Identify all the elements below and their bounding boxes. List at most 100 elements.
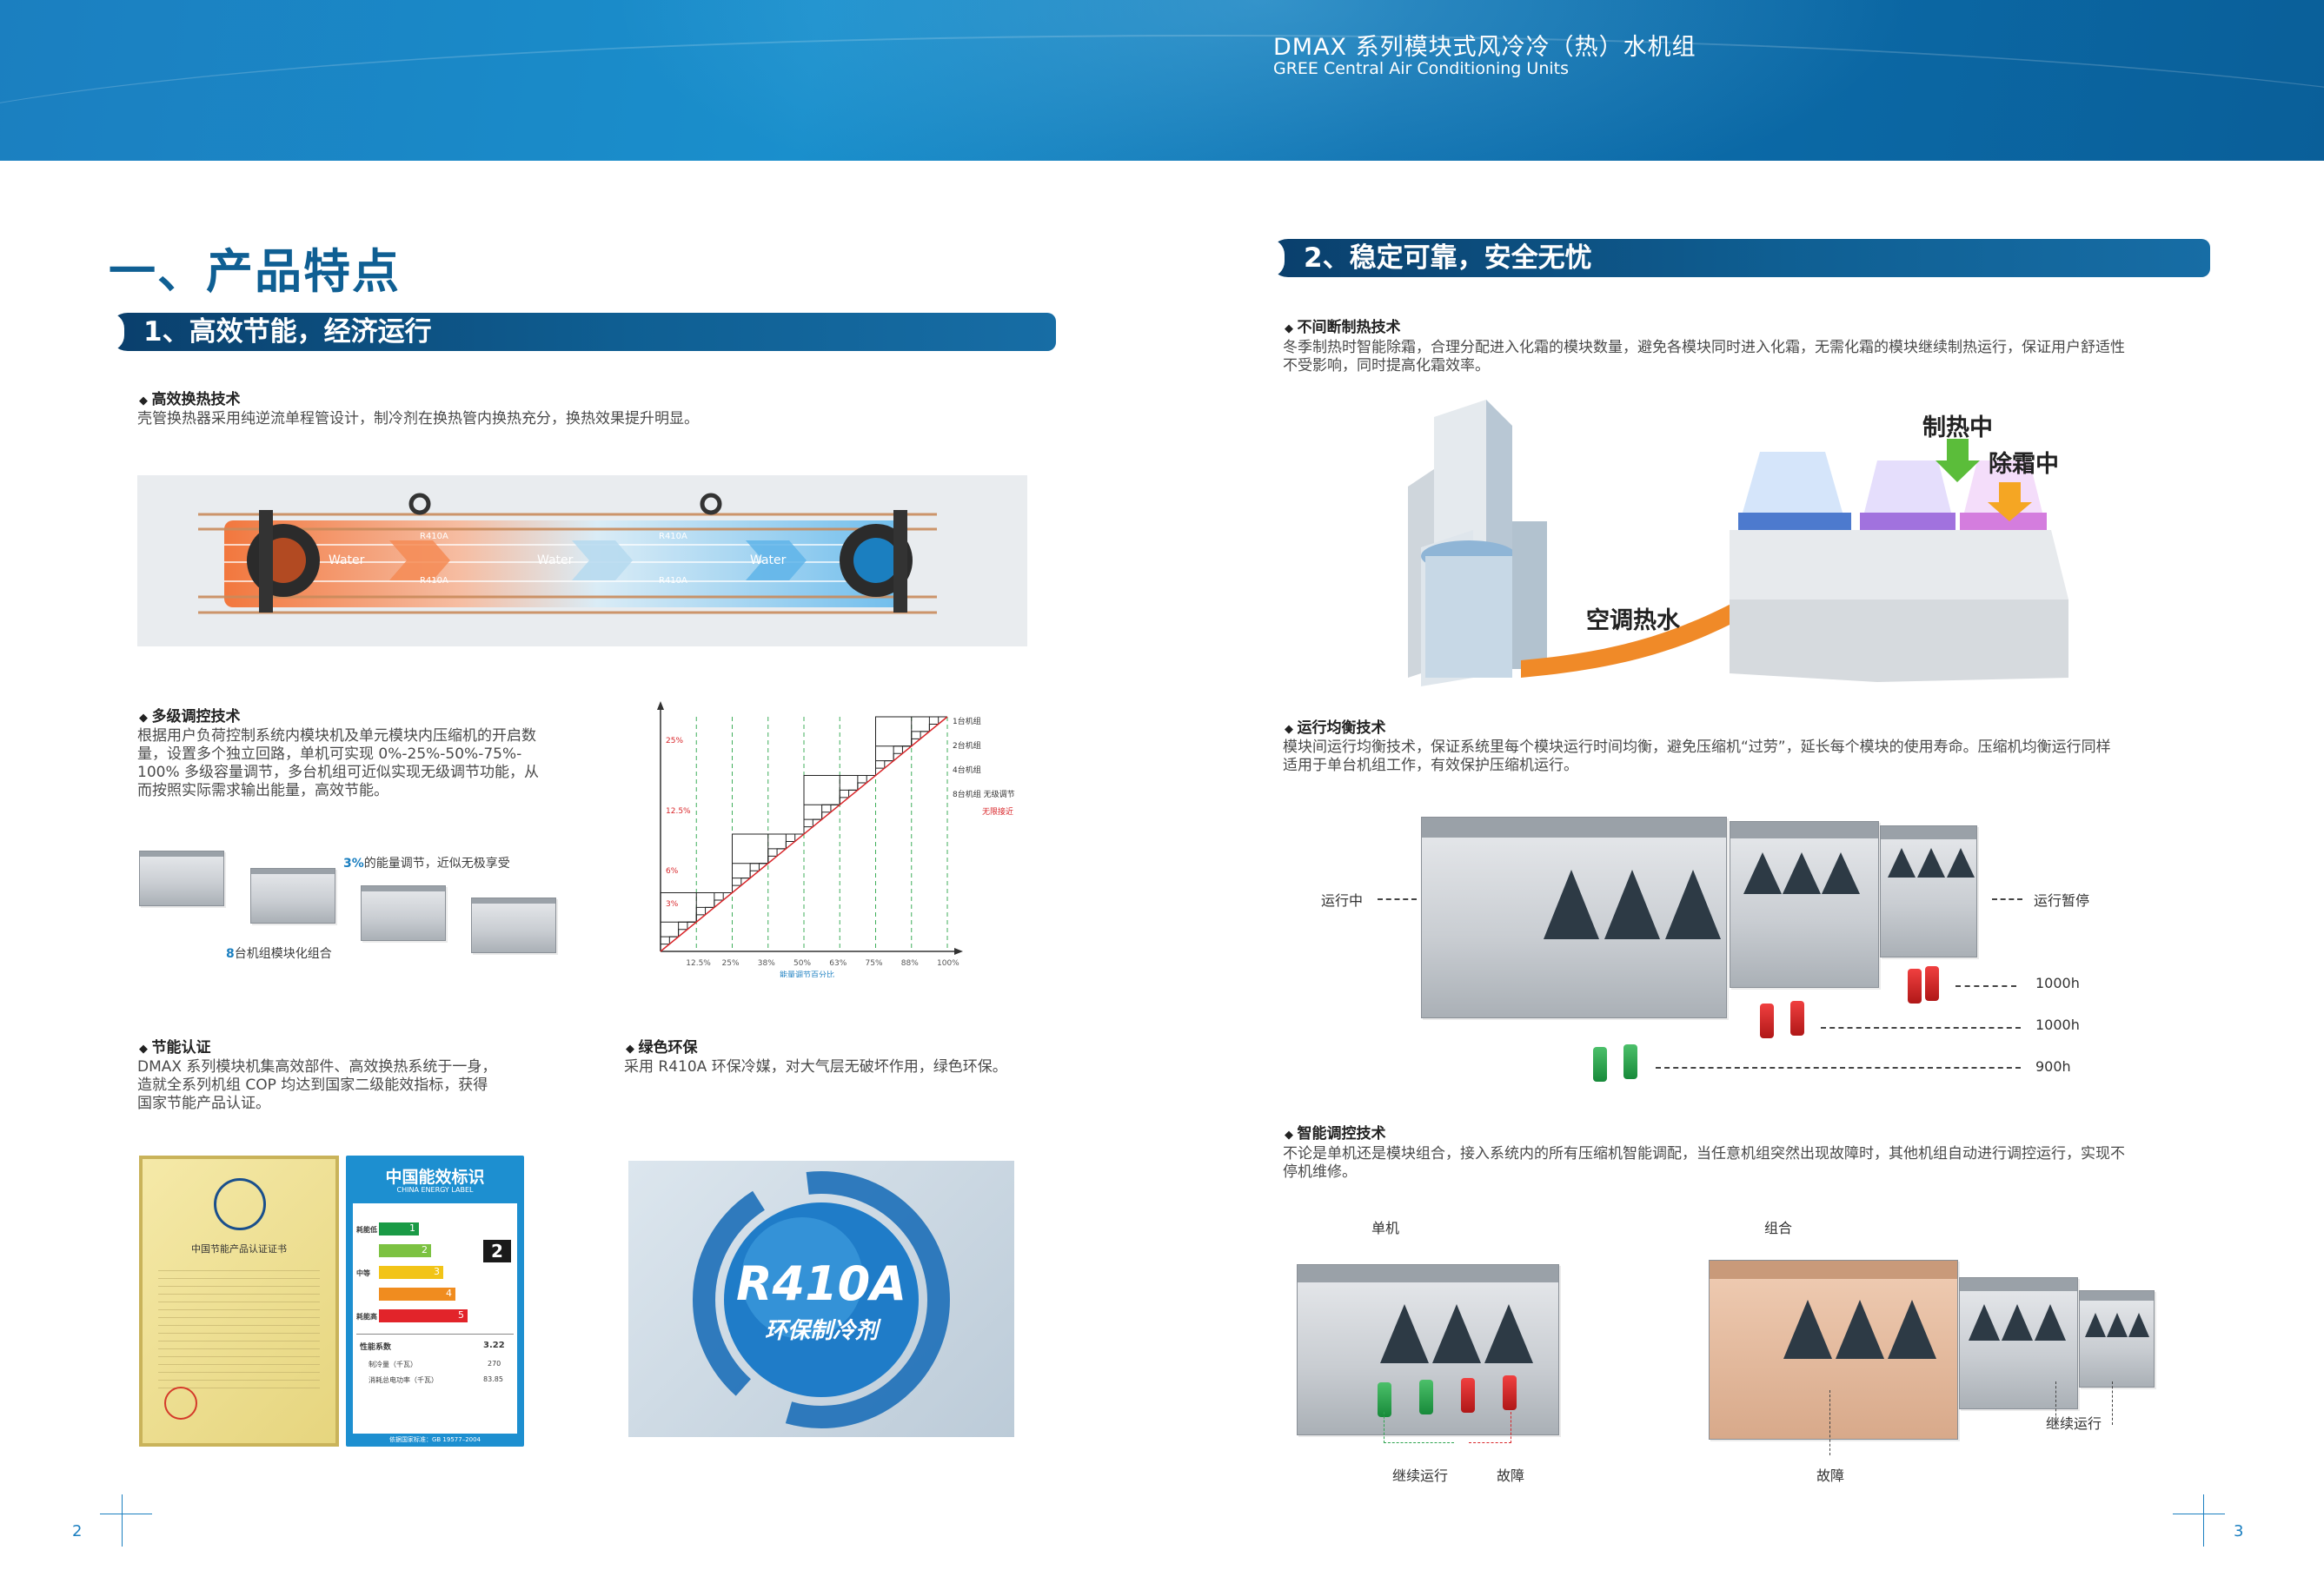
section-1-title: 1、高效节能，经济运行 — [143, 316, 432, 348]
chart-series-label: 2台机组 — [953, 740, 981, 751]
hours-leader-3 — [1656, 1067, 2021, 1069]
chart-x-arrow — [954, 948, 963, 955]
refrigerant-label-3: R410A — [659, 532, 687, 541]
chart-x-tick: 25% — [722, 959, 740, 968]
green-text: 采用 R410A 环保冷媒，对大气层无破坏作用，绿色环保。 — [624, 1058, 1007, 1076]
energy-note-pct: 3% — [343, 857, 364, 871]
energy-label-body: 耗能低 中等 耗能高 1 2 3 4 5 2 性能系数 3.22 制冷量（千瓦）… — [353, 1203, 517, 1434]
balance-text: 模块间运行均衡技术，保证系统里每个模块运行时间均衡，避免压缩机“过劳”，延长每个… — [1283, 739, 2111, 775]
header-wave — [0, 35, 2324, 161]
grade-low-label: 耗能低 — [356, 1226, 377, 1234]
combo-note-num: 8 — [226, 947, 235, 961]
hot-water-label: 空调热水 — [1586, 607, 1680, 634]
multi-level-line-3: 100% 多级容量调节，多台机组可近似实现无级调节功能，从 — [137, 764, 540, 781]
refrigerant-label-4: R410A — [659, 576, 687, 586]
page-number-right: 3 — [2234, 1522, 2244, 1540]
continue-leader-combo-2 — [2112, 1381, 2113, 1425]
balance-units-figure — [1421, 817, 1977, 1043]
multi-level-line-1: 根据用户负荷控制系统内模块机及单元模块内压缩机的开启数 — [137, 727, 536, 745]
shell-tube-figure: Water Water Water R410A R410A R410A R410… — [137, 475, 1027, 646]
running-leader — [1378, 898, 1417, 900]
crop-mark-right-v — [2203, 1494, 2204, 1547]
page-title: 一、产品特点 — [109, 244, 401, 299]
smart-line-1: 不论是单机还是模块组合，接入系统内的所有压缩机智能调配，当任意机组突然出现故障时… — [1283, 1145, 2125, 1163]
chart-x-tick: 50% — [793, 959, 811, 968]
energy-cert-heading: 节能认证 — [139, 1035, 211, 1057]
buildings-drawing — [1408, 400, 2068, 686]
fault-leader-combo — [1829, 1390, 1830, 1455]
paused-leader — [1992, 898, 2022, 900]
continue-leader-combo-1 — [2055, 1381, 2056, 1425]
multi-level-line-2: 量，设置多个独立回路，单机可实现 0%-25%-50%-75%- — [137, 745, 522, 763]
fault-leader-single — [1469, 1412, 1511, 1443]
power-value: 83.85 — [483, 1375, 503, 1383]
refrigerant-label-2: R410A — [420, 576, 448, 586]
energy-label-standard: 依据国家标准：GB 19577–2004 — [388, 1436, 481, 1443]
energy-label: 中国能效标识 CHINA ENERGY LABEL 耗能低 中等 耗能高 1 2… — [346, 1156, 524, 1447]
header-subtitle: GREE Central Air Conditioning Units — [1273, 59, 1569, 78]
balance-heading: 运行均衡技术 — [1285, 715, 1386, 737]
refrigerant-label-1: R410A — [420, 532, 448, 541]
r410a-logo-panel: R410A 环保制冷剂 — [628, 1161, 1014, 1437]
module-unit — [1880, 825, 1977, 957]
energy-label-subtitle: CHINA ENERGY LABEL — [396, 1186, 474, 1194]
certificate-seal-icon — [214, 1178, 266, 1230]
balance-line-1: 模块间运行均衡技术，保证系统里每个模块运行时间均衡，避免压缩机“过劳”，延长每个… — [1283, 739, 2111, 756]
combo-label: 组合 — [1764, 1220, 1793, 1236]
hours-label-3: 900h — [2035, 1058, 2071, 1075]
module-unit — [471, 898, 556, 953]
continue-label-combo: 继续运行 — [2046, 1415, 2102, 1432]
chart-series-label: 8台机组 无级调节 — [953, 789, 1015, 799]
continuous-heat-line-2: 不受影响，同时提高化霜效率。 — [1283, 357, 1490, 374]
chart-x-tick: 88% — [901, 959, 919, 968]
energy-cert-line-2: 造就全系列机组 COP 均达到国家二级能效指标，获得 — [137, 1076, 488, 1094]
multi-level-line-4: 而按照实际需求输出能量，高效节能。 — [137, 782, 388, 799]
energy-cert-line-3: 国家节能产品认证。 — [137, 1095, 270, 1112]
combo-unit-running — [2079, 1290, 2155, 1388]
chart-series-label: 1台机组 — [953, 716, 981, 726]
chart-y-tick: 12.5% — [666, 807, 691, 816]
defrost-scene: 制热中 除霜中 空调热水 — [1391, 400, 2068, 686]
r410a-swirl-icon — [693, 1171, 950, 1428]
energy-certificate: 中国节能产品认证证书 — [139, 1156, 339, 1447]
header-title: DMAX 系列模块式风冷冷（热）水机组 — [1273, 34, 1697, 61]
energy-note-text: 的能量调节，近似无极享受 — [363, 857, 510, 871]
compressor-green — [1623, 1044, 1637, 1079]
shell-tube-drawing — [198, 493, 937, 614]
crop-mark-left-v — [122, 1494, 123, 1547]
module-unit — [1730, 821, 1879, 988]
paused-label: 运行暂停 — [2034, 892, 2090, 909]
compressor-red — [1790, 1001, 1804, 1036]
fault-label-single: 故障 — [1497, 1467, 1525, 1484]
section-2-bar: 2、稳定可靠，安全无忧 — [1269, 239, 2210, 277]
hours-leader-2 — [1821, 1027, 2021, 1029]
combo-unit-fault — [1709, 1260, 1958, 1440]
modular-combo-figure — [139, 847, 565, 969]
green-heading: 绿色环保 — [626, 1035, 698, 1057]
cooling-value: 270 — [488, 1360, 501, 1368]
chart-annotation: 无限接近 — [982, 806, 1013, 817]
red-stamp-icon — [164, 1387, 197, 1420]
multi-level-text: 根据用户负荷控制系统内模块机及单元模块内压缩机的开启数 量，设置多个独立回路，单… — [137, 727, 624, 800]
grade-1-bar: 1 — [379, 1222, 419, 1235]
chart-x-tick: 100% — [937, 959, 959, 968]
compressor-red — [1908, 969, 1922, 1004]
grade-high-label: 耗能高 — [356, 1313, 377, 1321]
compressor-red — [1925, 966, 1939, 1001]
header-banner: DMAX 系列模块式风冷冷（热）水机组 GREE Central Air Con… — [0, 0, 2324, 161]
multi-level-heading: 多级调控技术 — [139, 704, 241, 725]
grade-4-bar: 4 — [379, 1288, 455, 1301]
heat-exchange-text: 壳管换热器采用纯逆流单程管设计，制冷剂在换热管内换热充分，换热效果提升明显。 — [137, 410, 699, 427]
perf-value: 3.22 — [483, 1341, 505, 1350]
combo-unit-running — [1959, 1277, 2078, 1409]
cooling-label: 制冷量（千瓦） — [369, 1361, 417, 1368]
chart-x-tick: 38% — [758, 959, 775, 968]
energy-cert-line-1: DMAX 系列模块机集高效部件、高效换热系统于一身， — [137, 1058, 497, 1076]
grade-3-bar: 3 — [379, 1266, 443, 1279]
energy-note: 3%的能量调节，近似无极享受 — [343, 854, 510, 871]
chart-y-tick: 25% — [666, 737, 683, 745]
single-label: 单机 — [1371, 1220, 1400, 1236]
section-2-title: 2、稳定可靠，安全无忧 — [1304, 242, 1592, 274]
defrost-label: 除霜中 — [1989, 451, 2059, 478]
heating-label: 制热中 — [1922, 414, 1993, 441]
